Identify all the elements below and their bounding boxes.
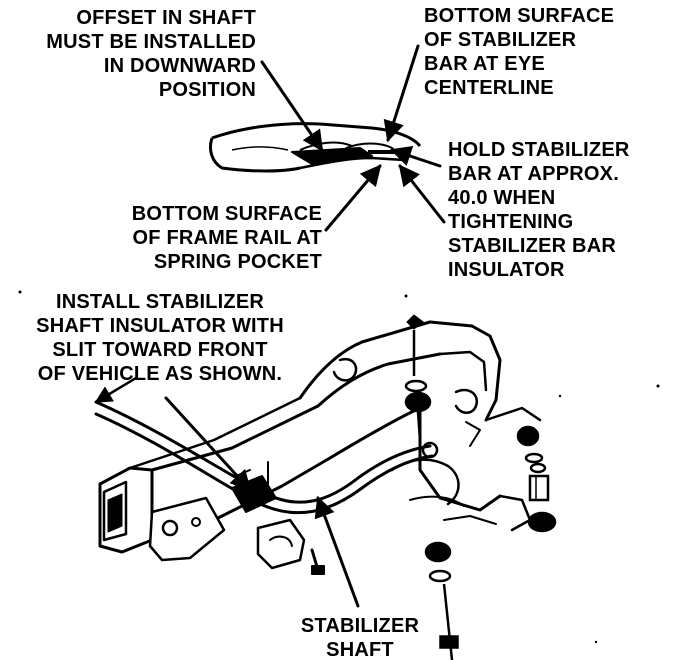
end-link-stack-right (516, 425, 557, 533)
end-link-stack-center (404, 314, 459, 660)
arrow-bottom-surface-bar (383, 44, 420, 143)
arrow-hold-bar-upper (390, 146, 442, 168)
arrow-offset-shaft (260, 60, 324, 152)
callout-offset-in-shaft: OFFSET IN SHAFT MUST BE INSTALLED IN DOW… (46, 7, 256, 101)
arrow-bottom-surface-frame (324, 164, 382, 232)
callout-install-insulator: INSTALL STABILIZER SHAFT INSULATOR WITH … (36, 291, 284, 385)
arrow-stabilizer-shaft (314, 496, 360, 608)
arrow-install-insulator (164, 396, 252, 492)
arrow-hold-bar-lower (398, 164, 446, 224)
callout-bottom-surface-stabilizer-bar: BOTTOM SURFACE OF STABILIZER BAR AT EYE … (424, 5, 615, 99)
detail-frame-rail-view (208, 122, 422, 173)
callout-bottom-surface-frame-rail: BOTTOM SURFACE OF FRAME RAIL AT SPRING P… (131, 203, 322, 273)
scan-specks (18, 290, 660, 644)
arrow-install-insulator-left (94, 376, 138, 404)
main-assembly (94, 320, 542, 575)
leader-arrows (94, 44, 446, 608)
callout-hold-stabilizer-bar: HOLD STABILIZER BAR AT APPROX. 40.0 WHEN… (448, 139, 630, 281)
callout-stabilizer-shaft: STABILIZER SHAFT (300, 615, 420, 660)
